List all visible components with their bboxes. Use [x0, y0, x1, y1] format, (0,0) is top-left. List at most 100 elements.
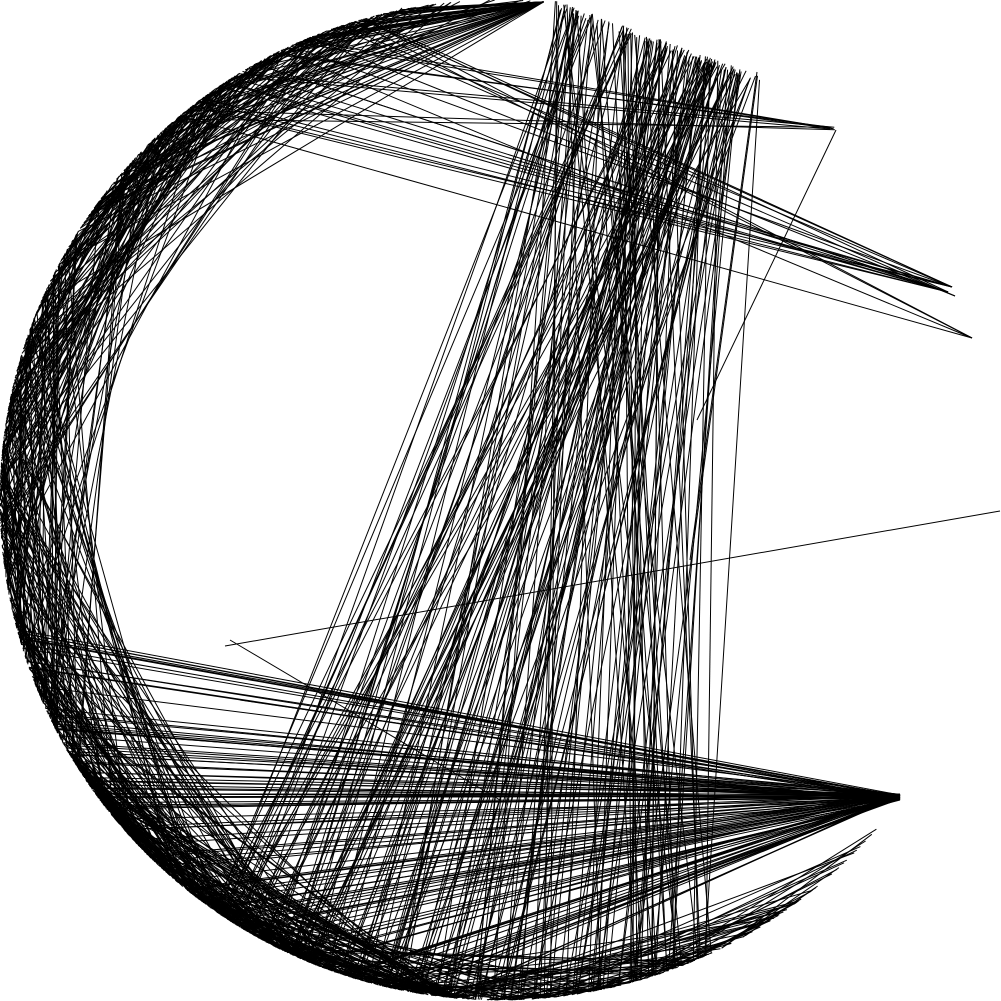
thread-line	[591, 13, 683, 966]
thread-line	[300, 795, 901, 959]
thread-line	[25, 20, 356, 342]
thread-line	[186, 795, 901, 891]
thread-line	[6, 582, 420, 994]
thread-line	[304, 8, 563, 961]
thread-line	[14, 137, 156, 379]
thread-line	[36, 311, 77, 766]
thread-line	[281, 1, 544, 51]
thread-line	[198, 9, 403, 102]
thread-line	[77, 1, 544, 232]
thread-line	[227, 58, 707, 920]
thread-line	[58, 735, 901, 800]
thread-line	[225, 81, 953, 288]
thread-line	[66, 749, 130, 836]
thread-line	[596, 23, 643, 980]
thread-line	[13, 127, 167, 385]
thread-line	[549, 40, 646, 998]
thread-line	[179, 115, 973, 339]
thread-line	[375, 1, 544, 17]
thread-line	[42, 262, 61, 704]
thread-line	[152, 1, 544, 142]
thread-line	[588, 27, 628, 993]
thread-line	[291, 44, 660, 955]
thread-line	[212, 794, 901, 910]
thread-line	[431, 78, 751, 996]
thread-line	[705, 60, 719, 956]
thread-line	[149, 856, 510, 1001]
thread-line	[76, 169, 126, 768]
thread-line	[721, 867, 840, 949]
thread-line	[291, 12, 578, 955]
thread-line	[17, 157, 137, 369]
thread-line	[671, 69, 729, 970]
thread-line	[3, 175, 120, 437]
thread-line	[0, 16, 372, 482]
thread-line	[309, 65, 716, 963]
thread-line	[20, 296, 44, 645]
thread-line	[25, 340, 196, 897]
thread-line	[191, 105, 949, 293]
thread-line	[0, 464, 81, 772]
thread-line	[224, 82, 949, 293]
thread-line	[629, 36, 647, 983]
thread-line	[214, 7, 403, 201]
thread-line	[287, 797, 901, 954]
thread-line	[275, 7, 575, 948]
thread-line	[696, 129, 837, 421]
thread-line	[357, 917, 775, 980]
thread-line	[400, 1, 544, 11]
thread-line	[238, 8, 568, 927]
thread-line	[209, 1, 544, 94]
thread-line	[359, 199, 561, 861]
thread-line	[13, 614, 433, 996]
thread-line	[239, 699, 901, 798]
thread-line	[0, 472, 304, 961]
thread-line	[106, 808, 289, 954]
thread-line	[296, 799, 901, 958]
thread-line	[349, 1, 544, 24]
thread-line	[119, 1, 461, 176]
thread-line	[358, 59, 710, 980]
thread-line	[692, 63, 710, 962]
thread-line	[49, 165, 129, 719]
thread-line	[3, 114, 182, 564]
thread-line	[0, 115, 181, 524]
thread-line	[171, 1, 544, 124]
thread-line	[704, 79, 760, 957]
thread-line	[66, 749, 308, 962]
thread-line	[299, 58, 700, 959]
thread-line	[17, 365, 221, 915]
thread-line	[222, 44, 666, 917]
thread-line	[187, 797, 901, 891]
thread-line	[363, 18, 949, 293]
thread-line	[36, 685, 901, 796]
thread-line	[558, 42, 658, 997]
thread-line	[17, 632, 901, 800]
thread-line	[7, 145, 148, 589]
thread-line	[5, 269, 57, 422]
thread-line	[168, 874, 518, 1001]
thread-line	[89, 15, 375, 216]
thread-line	[11, 19, 363, 391]
thread-line	[225, 797, 901, 919]
thread-line	[234, 75, 831, 130]
thread-line	[121, 794, 901, 828]
thread-line	[356, 33, 627, 980]
thread-line	[466, 909, 787, 1000]
thread-line	[303, 39, 833, 129]
thread-line	[0, 27, 338, 520]
thread-line	[509, 41, 653, 1000]
thread-line	[95, 793, 901, 799]
thread-line	[468, 68, 735, 1000]
thread-line	[297, 42, 830, 129]
thread-line	[233, 56, 695, 924]
thread-line	[6, 56, 269, 417]
thread-line	[1, 546, 257, 937]
thread-line	[280, 50, 973, 339]
thread-line	[400, 796, 901, 991]
thread-line	[22, 647, 901, 799]
thread-line	[564, 10, 655, 976]
thread-line	[495, 58, 713, 1001]
thread-line	[635, 56, 708, 982]
thread-line	[29, 329, 181, 885]
